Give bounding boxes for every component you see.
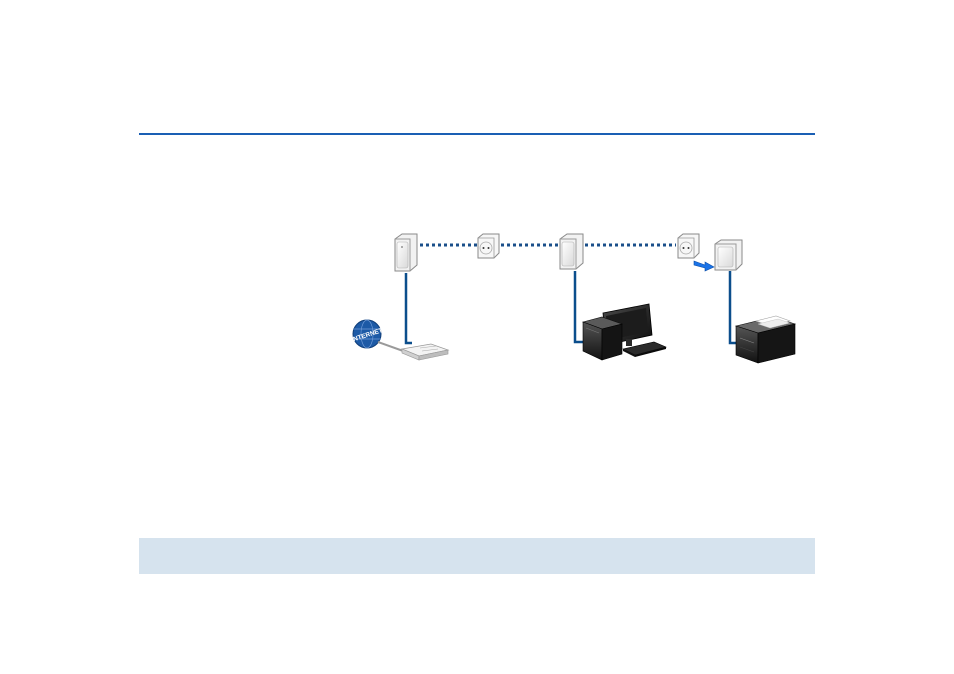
- router-cable: [406, 273, 412, 343]
- wifi-adapter-icon: [715, 240, 742, 270]
- powerline-adapter-icon: [560, 234, 583, 269]
- router-icon: [402, 344, 448, 360]
- info-band: [139, 538, 815, 574]
- globe-icon: INTERNET: [351, 320, 384, 348]
- arrow-icon: [694, 261, 714, 271]
- wall-socket-icon: [678, 234, 699, 258]
- powerline-adapter-icon: [395, 234, 417, 271]
- printer-icon: [736, 316, 795, 363]
- powerline-network-diagram: INTERNET: [340, 225, 810, 375]
- wall-socket-icon: [478, 234, 499, 258]
- header-rule: [139, 133, 815, 135]
- desktop-computer-icon: [583, 304, 666, 360]
